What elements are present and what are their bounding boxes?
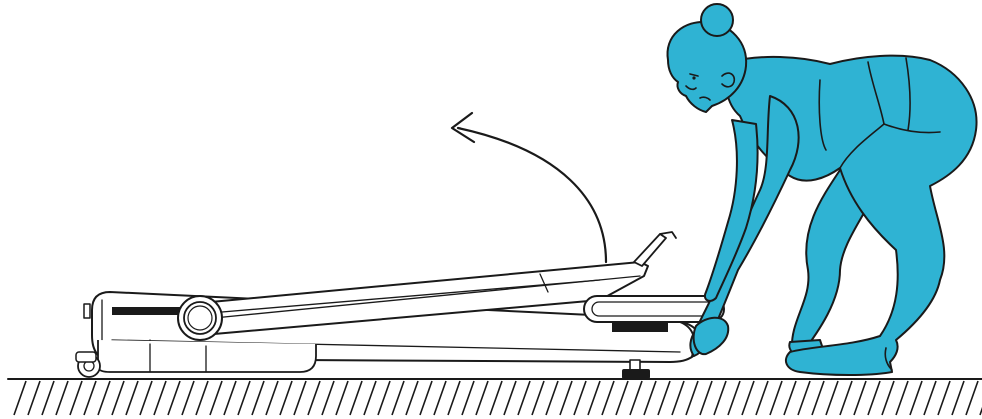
belt-strip-front — [612, 323, 668, 332]
floor-hatch-line — [97, 380, 111, 416]
floor-hatch-line — [461, 380, 475, 416]
floor-hatch-line — [601, 380, 615, 416]
person-rear-arm — [704, 119, 759, 302]
floor-hatch-line — [545, 380, 559, 416]
floor-hatch-line — [335, 380, 349, 416]
floor-hatch-line — [251, 380, 265, 416]
floor-hatch-line — [797, 380, 811, 416]
floor-hatch-line — [811, 380, 825, 416]
floor-hatch-line — [55, 380, 69, 416]
floor-hatch-line — [139, 380, 153, 416]
floor-hatch-line — [685, 380, 699, 416]
floor-hatch-line — [223, 380, 237, 416]
floor-hatch-line — [489, 380, 503, 416]
floor-hatch-line — [195, 380, 209, 416]
floor-hatch-line — [111, 380, 125, 416]
floor-hatch-line — [265, 380, 279, 416]
floor-hatch-line — [867, 380, 881, 416]
floor-hatch-line — [363, 380, 377, 416]
floor-hatch-line — [727, 380, 741, 416]
floor-hatch-line — [923, 380, 937, 416]
person-lifting — [666, 3, 978, 376]
floor-hatch-line — [503, 380, 517, 416]
floor-hatch-line — [657, 380, 671, 416]
belt-strip-rear — [112, 307, 182, 315]
floor-hatch-line — [13, 380, 27, 416]
floor-hatch-line — [881, 380, 895, 416]
floor-hatch-line — [377, 380, 391, 416]
floor-hatch-line — [167, 380, 181, 416]
floor-hatch-line — [391, 380, 405, 416]
floor-hatch-line — [153, 380, 167, 416]
floor-hatch-line — [125, 380, 139, 416]
floor-hatch-line — [615, 380, 629, 416]
floor-hatch-line — [839, 380, 853, 416]
floor-hatch-line — [349, 380, 363, 416]
floor-hatching — [13, 380, 982, 416]
floor-hatch-line — [629, 380, 643, 416]
floor-hatch-line — [83, 380, 97, 416]
floor-hatch-line — [909, 380, 923, 416]
floor-hatch-line — [643, 380, 657, 416]
treadmill — [75, 231, 725, 379]
floor-hatch-line — [209, 380, 223, 416]
floor-hatch-line — [419, 380, 433, 416]
curved-arrow-up-left-icon — [450, 111, 608, 264]
floor-hatch-line — [951, 380, 965, 416]
floor-hatch-line — [447, 380, 461, 416]
floor-hatch-line — [573, 380, 587, 416]
floor-hatch-line — [279, 380, 293, 416]
floor-hatch-line — [307, 380, 321, 416]
front-foot — [622, 359, 650, 379]
floor-hatch-line — [321, 380, 335, 416]
floor-hatch-line — [755, 380, 769, 416]
floor-hatch-line — [741, 380, 755, 416]
rear-roller — [177, 295, 223, 341]
floor-hatch-line — [783, 380, 797, 416]
floor-hatch-line — [293, 380, 307, 416]
transport-wheel — [75, 351, 101, 378]
floor-hatch-line — [587, 380, 601, 416]
floor-hatch-line — [699, 380, 713, 416]
floor-hatch-line — [937, 380, 951, 416]
floor-hatch-line — [475, 380, 489, 416]
person-hair-bun — [700, 3, 734, 37]
floor-hatch-line — [559, 380, 573, 416]
person-hand — [692, 316, 730, 356]
handle-post — [633, 231, 677, 267]
floor-hatch-line — [27, 380, 41, 416]
floor-hatch-line — [237, 380, 251, 416]
floor-hatch-line — [531, 380, 545, 416]
floor-hatch-line — [433, 380, 447, 416]
motor-housing — [97, 340, 317, 373]
floor-hatch-line — [895, 380, 909, 416]
floor-hatch-line — [181, 380, 195, 416]
floor-hatch-line — [713, 380, 727, 416]
floor-hatch-line — [769, 380, 783, 416]
floor-hatch-line — [671, 380, 685, 416]
floor — [7, 378, 982, 416]
floor-hatch-line — [517, 380, 531, 416]
floor-hatch-line — [41, 380, 55, 416]
floor-hatch-line — [69, 380, 83, 416]
floor-hatch-line — [965, 380, 979, 416]
floor-hatch-line — [825, 380, 839, 416]
floor-hatch-line — [405, 380, 419, 416]
floor-hatch-line — [853, 380, 867, 416]
